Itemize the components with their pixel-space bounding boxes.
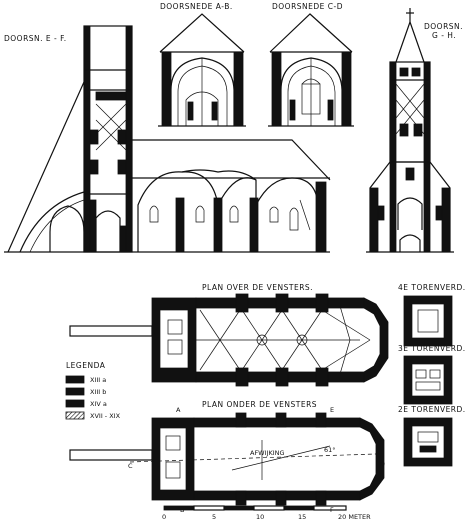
section-cd-drawing — [268, 13, 354, 127]
tower-floor-3: 3E TORENVERD. — [398, 344, 466, 405]
tower-floor-3-label: 3E TORENVERD. — [398, 344, 466, 353]
legend-item-1: XIII a — [90, 376, 106, 384]
deviation-angle: 61° — [324, 446, 336, 454]
section-gh-drawing — [366, 8, 454, 253]
plan-upper-drawing — [69, 293, 389, 387]
legend-item-3: XIV a — [90, 400, 107, 408]
scale-tick-0: 0 — [162, 513, 166, 521]
legend: LEGENDA XIII a XIII b XIV a XVII - XIX — [65, 361, 121, 420]
marker-e: E — [330, 406, 334, 414]
section-gh-label-2: G - H. — [432, 31, 456, 40]
tower-floor-2-label: 2E TORENVERD. — [398, 405, 466, 414]
section-cd-label: DOORSNEDE C-D — [272, 2, 343, 11]
section-ab-label: DOORSNEDE A-B. — [160, 2, 233, 11]
section-ef-drawing — [4, 25, 331, 253]
marker-c: C — [128, 462, 133, 470]
scale-tick-10: 10 — [256, 513, 264, 521]
plan-upper-title: PLAN OVER DE VENSTERS. — [202, 283, 313, 292]
legend-item-4: XVII - XIX — [90, 412, 121, 420]
section-ef-label: DOORSN. E - F. — [4, 34, 67, 43]
marker-d: D — [380, 460, 385, 468]
legend-swatch-2 — [65, 387, 85, 396]
section-ab-drawing — [158, 13, 246, 127]
legend-title: LEGENDA — [66, 361, 106, 370]
tower-floor-2: 2E TORENVERD. — [398, 405, 466, 467]
scale-bar: 0 5 10 15 20 METER — [162, 505, 371, 521]
plan-lower-title: PLAN ONDER DE VENSTERS — [202, 400, 317, 409]
deviation-label: AFWIJKING — [250, 449, 285, 457]
scale-tick-20: 20 METER — [338, 513, 371, 521]
legend-item-2: XIII b — [90, 388, 106, 396]
plan-lower-drawing: AFWIJKING 61° A B C D E F — [69, 406, 385, 514]
scale-tick-15: 15 — [298, 513, 306, 521]
legend-swatch-4 — [65, 411, 85, 420]
legend-swatch-1 — [65, 375, 85, 384]
tower-floor-4-label: 4E TORENVERD. — [398, 283, 466, 292]
marker-a: A — [176, 406, 181, 414]
section-gh-label-1: DOORSN. — [424, 22, 463, 31]
legend-swatch-3 — [65, 399, 85, 408]
tower-floor-4: 4E TORENVERD. — [398, 283, 466, 347]
scale-tick-5: 5 — [212, 513, 216, 521]
